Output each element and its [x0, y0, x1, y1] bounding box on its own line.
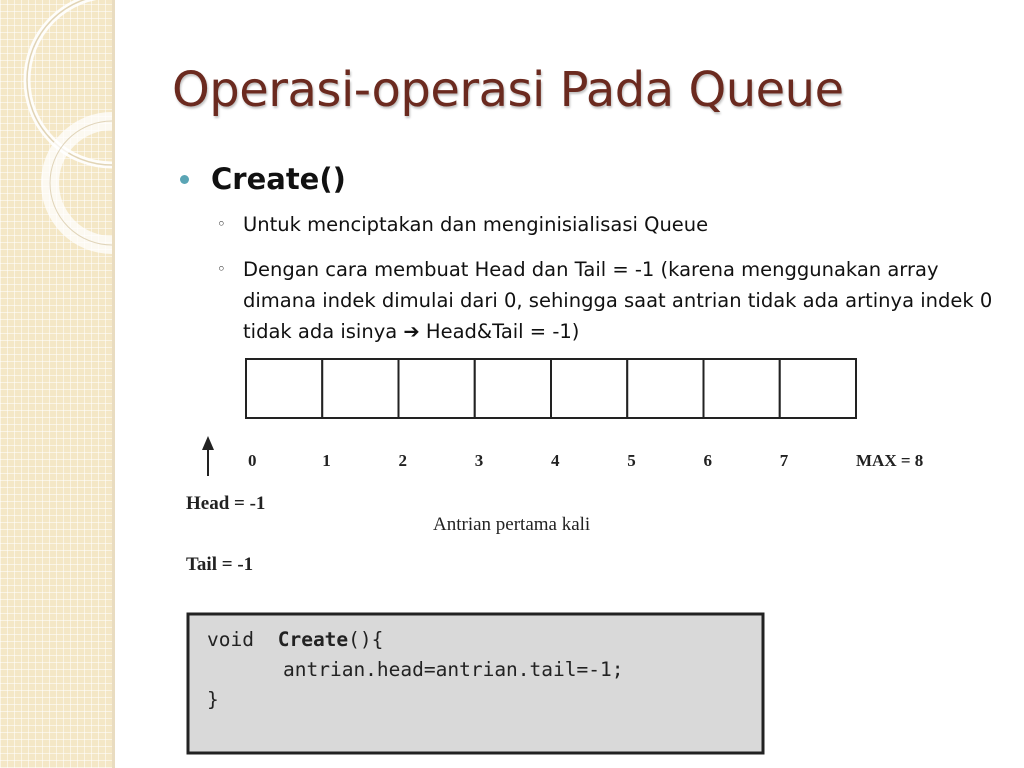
- queue-index-label: 0: [248, 451, 257, 470]
- code-body: antrian.head=antrian.tail=-1;: [283, 658, 623, 681]
- queue-index-label: 3: [475, 451, 484, 470]
- decorative-side-panel: [0, 0, 112, 768]
- sub-item-method: ◦ Dengan cara membuat Head dan Tail = -1…: [217, 254, 997, 347]
- queue-cell: [778, 358, 857, 419]
- bullet-create: Create(): [180, 162, 346, 196]
- code-signature-rest: (){: [348, 628, 383, 651]
- max-label: MAX = 8: [856, 451, 923, 470]
- code-keyword: void: [207, 628, 254, 651]
- hollow-circle-icon: ◦: [217, 215, 226, 233]
- code-function-name: Create: [278, 628, 348, 651]
- code-box: void Create(){ antrian.head=antrian.tail…: [186, 612, 765, 755]
- queue-cell: [550, 358, 629, 419]
- queue-index-label: 4: [551, 451, 560, 470]
- queue-array: [245, 358, 857, 419]
- head-label: Head = -1: [186, 493, 265, 514]
- side-divider: [112, 0, 115, 768]
- queue-cell: [245, 358, 324, 419]
- slide-title: Operasi-operasi Pada Queue: [172, 62, 844, 118]
- queue-index-label: 7: [780, 451, 789, 470]
- code-closing: }: [207, 688, 219, 711]
- sub-item-purpose-text: Untuk menciptakan dan menginisialisasi Q…: [243, 213, 709, 236]
- queue-index-label: 2: [399, 451, 408, 470]
- sub-item-purpose: ◦ Untuk menciptakan dan menginisialisasi…: [217, 209, 997, 240]
- queue-cell: [626, 358, 705, 419]
- queue-diagram: 0 1 2 3 4 5 6 7 MAX = 8 Head = -1 Tail = -1 Ant…: [186, 358, 923, 755]
- tail-label: Tail = -1: [186, 554, 253, 575]
- queue-index-label: 5: [627, 451, 636, 470]
- hollow-circle-icon: ◦: [217, 260, 226, 278]
- svg-text:void Create(){: void Create(){: [207, 628, 383, 651]
- bullet-dot-icon: [180, 174, 189, 184]
- queue-index-label: 6: [704, 451, 713, 470]
- up-arrow-icon: [202, 436, 214, 476]
- diagram-caption: Antrian pertama kali: [433, 514, 590, 535]
- queue-cell: [702, 358, 781, 419]
- sub-item-method-text: Dengan cara membuat Head dan Tail = -1 (…: [243, 258, 993, 343]
- queue-index-labels: 0 1 2 3 4 5 6 7: [248, 451, 789, 470]
- queue-cell: [397, 358, 476, 419]
- queue-index-label: 1: [322, 451, 331, 470]
- bullet-create-text: Create(): [211, 162, 346, 196]
- queue-cell: [321, 358, 400, 419]
- queue-cell: [473, 358, 552, 419]
- decorative-rings: [23, 0, 112, 254]
